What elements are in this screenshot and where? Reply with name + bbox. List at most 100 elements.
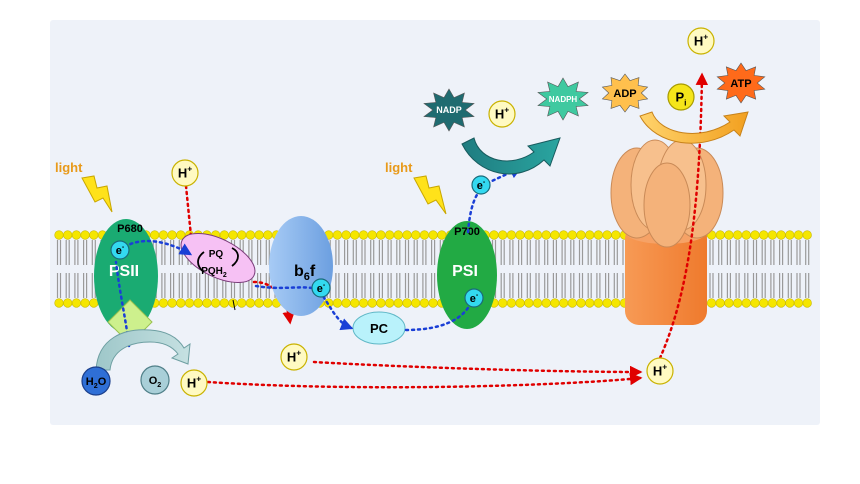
lipid-head	[776, 298, 786, 308]
lipid-head	[759, 230, 769, 240]
proton-path-pq-in	[184, 184, 193, 238]
lipid-head	[593, 298, 604, 308]
lipid-head	[419, 230, 430, 240]
atp-synthase	[610, 139, 724, 325]
proton-synthase-top: H+	[687, 27, 715, 55]
lipid-head	[211, 298, 221, 308]
pi-circle-label: Pi	[675, 90, 686, 108]
electron-b6f-label: e-	[317, 281, 326, 295]
lipid-head	[732, 230, 743, 240]
lipid-head	[402, 230, 412, 240]
lipid-head	[71, 298, 81, 308]
o2-circle: O2	[140, 365, 170, 395]
electron-psi-out: e-	[471, 175, 491, 195]
lipid-head	[393, 298, 403, 308]
lipid-head	[550, 298, 560, 308]
lipid-head	[724, 298, 734, 308]
lipid-head	[411, 298, 421, 308]
lipid-head	[254, 230, 264, 240]
lipid-head	[350, 298, 360, 308]
lipid-head	[263, 298, 273, 308]
lipid-head	[515, 230, 525, 240]
lipid-head	[158, 230, 168, 240]
lipid-head	[576, 298, 586, 308]
atp-burst: ATP	[716, 62, 766, 104]
lipid-head	[385, 298, 395, 308]
lipid-head	[793, 230, 804, 240]
lipid-head	[402, 298, 412, 308]
nadp-burst: NADP	[423, 88, 475, 132]
lipid-head	[350, 230, 360, 240]
pi-circle: Pi	[667, 83, 695, 111]
pqh2-label: PQH2	[201, 266, 227, 279]
h2o-circle-label: H2O	[86, 376, 107, 390]
lipid-head	[498, 298, 508, 308]
lipid-head	[558, 230, 569, 240]
plastoquinone: PQ PQH2	[180, 233, 256, 311]
lipid-head	[437, 230, 447, 240]
lipid-head	[524, 298, 534, 308]
nadp-reduction-arrow	[461, 137, 561, 175]
lipid-head	[54, 230, 64, 240]
lightning-icon	[81, 175, 113, 213]
electron-b6f: e-	[311, 278, 331, 298]
nadph-burst: NADPH	[537, 77, 589, 121]
proton-synthase-top-label: H+	[694, 32, 708, 49]
lipid-head	[54, 298, 64, 308]
lipid-head	[602, 298, 612, 308]
light-inputs: light light	[55, 160, 447, 215]
lipid-head	[767, 298, 778, 308]
lipid-head	[367, 298, 377, 308]
nadph-burst-label: NADPH	[549, 95, 578, 104]
lipid-head	[759, 298, 769, 308]
lipid-head	[541, 230, 551, 240]
lipid-head	[567, 298, 577, 308]
lipid-head	[80, 298, 90, 308]
lipid-head	[376, 298, 386, 308]
lipid-head	[385, 230, 395, 240]
lipid-head	[602, 230, 612, 240]
nadp-burst-label: NADP	[436, 105, 462, 115]
lipid-head	[715, 298, 725, 308]
lipid-head	[489, 230, 499, 240]
lipid-head	[532, 230, 543, 240]
lipid-head	[184, 298, 195, 308]
lipid-head	[358, 298, 369, 308]
lipid-head	[567, 230, 577, 240]
lipid-head	[741, 230, 751, 240]
water-splitting-arrow	[95, 329, 191, 371]
lipid-head	[71, 230, 81, 240]
lipid-head	[576, 230, 586, 240]
cytochrome-b6f: b6f	[269, 216, 333, 316]
electron-path-pq-b6f	[254, 284, 314, 290]
lipid-head	[750, 230, 760, 240]
lipid-head	[802, 230, 812, 240]
lipid-head	[785, 230, 795, 240]
lipid-head	[167, 230, 177, 240]
lipid-head	[228, 230, 238, 240]
electron-psi-label: e-	[470, 291, 479, 305]
diagram-panel	[50, 20, 820, 425]
lipid-head	[524, 230, 534, 240]
lipid-head	[585, 230, 595, 240]
o2-circle-label: O2	[149, 375, 162, 389]
lipid-head	[750, 298, 760, 308]
lipid-head	[228, 298, 238, 308]
lipid-head	[237, 230, 247, 240]
lipid-head	[89, 298, 99, 308]
proton-path-lumen-1	[312, 360, 643, 379]
lipid-head	[358, 230, 369, 240]
light-label-psi: light	[385, 160, 413, 175]
lipid-head	[263, 230, 273, 240]
lipid-head	[167, 298, 177, 308]
atp-synthase-subunit	[643, 162, 691, 248]
lipid-head	[245, 230, 255, 240]
proton-lumen-synthase: H+	[646, 357, 674, 385]
lipid-head	[367, 230, 377, 240]
lipid-head	[341, 230, 351, 240]
lipid-head	[767, 230, 778, 240]
lipid-head	[219, 298, 229, 308]
proton-nadp: H+	[488, 100, 516, 128]
lipid-head	[732, 298, 743, 308]
lipid-head	[376, 230, 386, 240]
